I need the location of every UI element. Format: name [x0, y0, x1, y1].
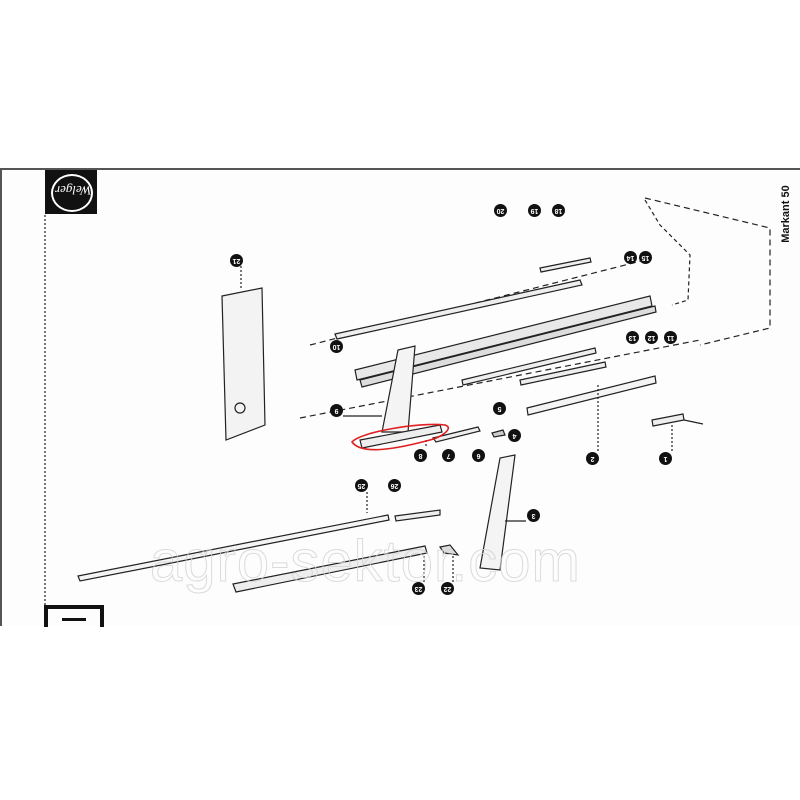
callout-part-2: 2: [586, 452, 599, 465]
callout-part-5: 5: [493, 402, 506, 415]
callout-part-14: 14: [624, 251, 637, 264]
manufacturer-logo: Welger: [45, 170, 97, 214]
watermark: agro-sektor.com: [150, 529, 581, 595]
callout-part-1: 1: [659, 452, 672, 465]
callout-part-10: 10: [330, 340, 343, 353]
callout-part-13: 13: [626, 331, 639, 344]
callout-part-21: 21: [230, 254, 243, 267]
footer-frame-mark: [44, 605, 104, 627]
callout-part-8: 8: [414, 449, 427, 462]
callout-part-6: 6: [472, 449, 485, 462]
callout-part-4: 4: [508, 429, 521, 442]
callout-part-3: 3: [527, 509, 540, 522]
callout-part-18: 18: [552, 204, 565, 217]
callout-part-12: 12: [645, 331, 658, 344]
callout-part-25: 25: [355, 479, 368, 492]
callout-part-26: 26: [388, 479, 401, 492]
callout-part-9: 9: [330, 404, 343, 417]
callout-part-19: 19: [528, 204, 541, 217]
callout-part-7: 7: [442, 449, 455, 462]
callout-part-11: 11: [664, 331, 677, 344]
callout-part-20: 20: [494, 204, 507, 217]
callout-part-15: 15: [639, 251, 652, 264]
